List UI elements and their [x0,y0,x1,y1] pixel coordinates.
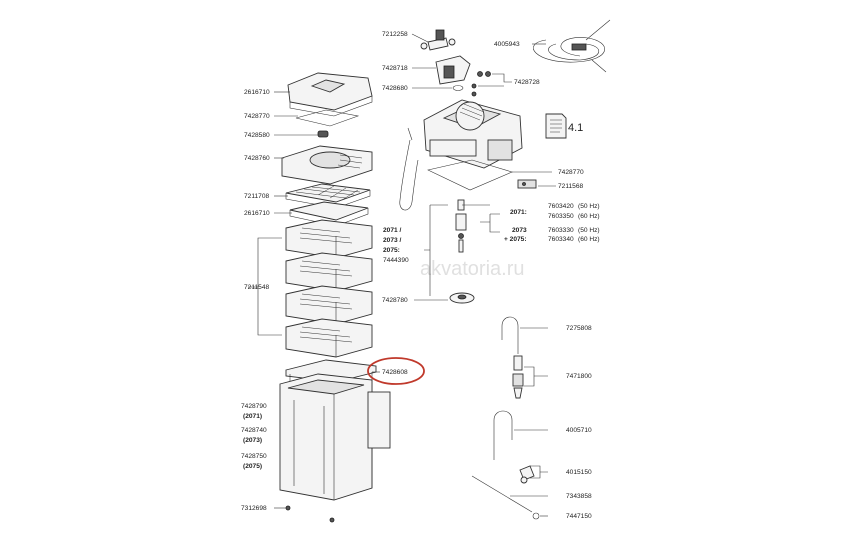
label-7603350: 7603350 [548,213,574,220]
valve-part [420,29,456,51]
part-labels: 7212258 4005943 7428718 7428728 7428680 … [241,31,600,520]
label-7343858: 7343858 [566,493,592,500]
small-clip-part [317,130,329,138]
label-2073-slash: 2073 / [383,237,402,244]
label-7471800: 7471800 [566,373,592,380]
label-60hz-b: (60 Hz) [578,236,600,243]
label-2071-paren: (2071) [243,413,262,420]
clip-part [517,179,537,189]
base-screw-part [285,505,335,523]
label-50hz-a: (50 Hz) [578,203,600,210]
end-cap-part [532,512,540,520]
label-50hz-b: (50 Hz) [578,227,600,234]
document-ref: 4.1 [568,122,583,134]
label-7312698: 7312698 [241,505,267,512]
nozzle-set-part [512,355,524,399]
suction-cup-part [519,465,535,484]
label-7428718: 7428718 [382,65,408,72]
label-2071-slash: 2071 / [383,227,402,234]
label-7212258: 7212258 [382,31,408,38]
watermark: akvatoria.ru [420,258,525,280]
label-4015150: 4015150 [566,469,592,476]
filter-basket-top-part [281,145,373,185]
label-7211708: 7211708 [244,193,270,200]
label-2075-colon: + 2075: [504,236,527,243]
gasket-ring-part [295,109,360,127]
label-7603330: 7603330 [548,227,574,234]
label-7428680: 7428680 [382,85,408,92]
label-4005943: 4005943 [494,41,520,48]
power-cord [399,139,419,211]
label-7603420: 7603420 [548,203,574,210]
label-7428790: 7428790 [241,403,267,410]
label-7428780: 7428780 [382,297,408,304]
label-7211548: 7211548 [244,284,270,291]
canister-body-part [279,373,391,501]
intake-rod-part [471,475,533,513]
label-7444390: 7444390 [383,257,409,264]
label-7447150: 7447150 [566,513,592,520]
highlight-circle [367,357,425,385]
hose-coil-part [533,19,611,73]
pump-gasket-part [427,159,513,191]
o-ring-part [452,85,464,91]
top-cover-part [287,72,373,117]
label-2616710-top: 2616710 [244,89,270,96]
grid-plate-part [285,183,371,209]
impeller-cover-part [449,292,475,304]
label-7428740: 7428740 [241,427,267,434]
valve-body-part [435,55,471,85]
label-7428608: 7428608 [382,369,408,376]
label-2073-paren: (2073) [243,437,262,444]
label-7603340: 7603340 [548,236,574,243]
label-7428580: 7428580 [244,132,270,139]
label-2075-paren: (2075) [243,463,262,470]
label-7428728: 7428728 [514,79,540,86]
label-7275808: 7275808 [566,325,592,332]
pump-head-part [423,99,523,169]
intake-pipe-part [493,410,513,460]
filter-baskets-part [285,219,373,358]
impeller-part [455,199,467,253]
label-7428750: 7428750 [241,453,267,460]
document-icon [545,113,567,139]
label-2075-colon-2: 2075: [383,247,400,254]
label-2071-colon: 2071: [510,209,527,216]
label-7211568: 7211568 [558,183,584,190]
label-7428770-right: 7428770 [558,169,584,176]
label-7428760: 7428760 [244,155,270,162]
label-2616710-foam: 2616710 [244,210,270,217]
screw-set-part [471,71,491,97]
outlet-pipe-part [501,316,519,354]
label-60hz-a: (60 Hz) [578,213,600,220]
label-4005710: 4005710 [566,427,592,434]
label-2073: 2073 [512,227,527,234]
label-7428770-left: 7428770 [244,113,270,120]
